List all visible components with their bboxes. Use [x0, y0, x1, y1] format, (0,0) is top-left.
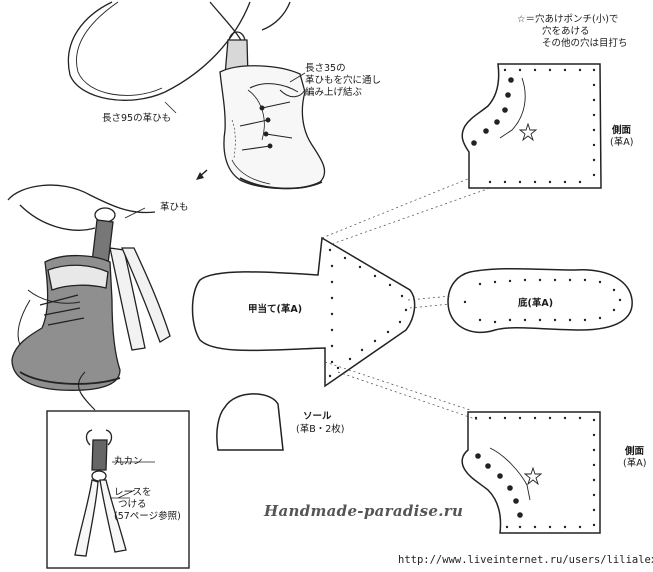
label-tongue: 甲当て(革A): [248, 304, 303, 315]
heel-sole-piece: [216, 393, 284, 451]
label-jump-ring: 丸カン: [114, 456, 143, 467]
guide-lines: [321, 177, 491, 421]
label-attach-lace: レースを: [114, 487, 152, 498]
source-url: http://www.liveinternet.ru/users/liliale…: [398, 554, 653, 566]
label-side-top-material: (革A): [610, 137, 634, 148]
watermark: Handmade-paradise.ru: [264, 502, 464, 520]
note-line-1: ☆＝穴あけポンチ(小)で: [517, 14, 619, 25]
label-side-bottom: 側面: [625, 446, 645, 457]
leather-cord: [7, 184, 156, 214]
leather-cord-95: [67, 1, 251, 101]
note-line-3: その他の穴は目打ち: [542, 38, 628, 49]
label-lace-1: 長さ35の: [305, 63, 346, 74]
label-page-ref: (57ページ参照): [114, 511, 181, 522]
sole-piece: [447, 267, 633, 334]
label-lace-2: 革ひもを穴に通し: [305, 75, 382, 86]
label-heel-sole: ソール: [303, 411, 332, 422]
label-lace-3: 編み上げ結ぶ: [305, 87, 363, 98]
label-cord: 革ひも: [160, 202, 189, 213]
label-attach: つける: [118, 499, 147, 510]
label-side-top: 側面: [612, 125, 632, 136]
label-sole: 底(革A): [518, 298, 554, 309]
side-piece-top: [461, 63, 602, 189]
boot-illustration-top: [219, 65, 326, 190]
note-line-2: 穴をあける: [542, 26, 590, 37]
label-heel-sole-material: (革B・2枚): [296, 424, 345, 435]
label-side-bottom-material: (革A): [623, 458, 647, 469]
punch-holes: [471, 77, 523, 518]
tongue-piece: [191, 236, 416, 388]
lace-ribbon: [109, 247, 146, 351]
detail-box: [46, 410, 190, 569]
label-cord-95: 長さ95の革ひも: [102, 113, 172, 124]
jump-ring: [91, 470, 107, 482]
stitch-dots: [328, 68, 622, 529]
boot-illustration-left: [11, 254, 121, 391]
star-marks: [518, 122, 543, 486]
